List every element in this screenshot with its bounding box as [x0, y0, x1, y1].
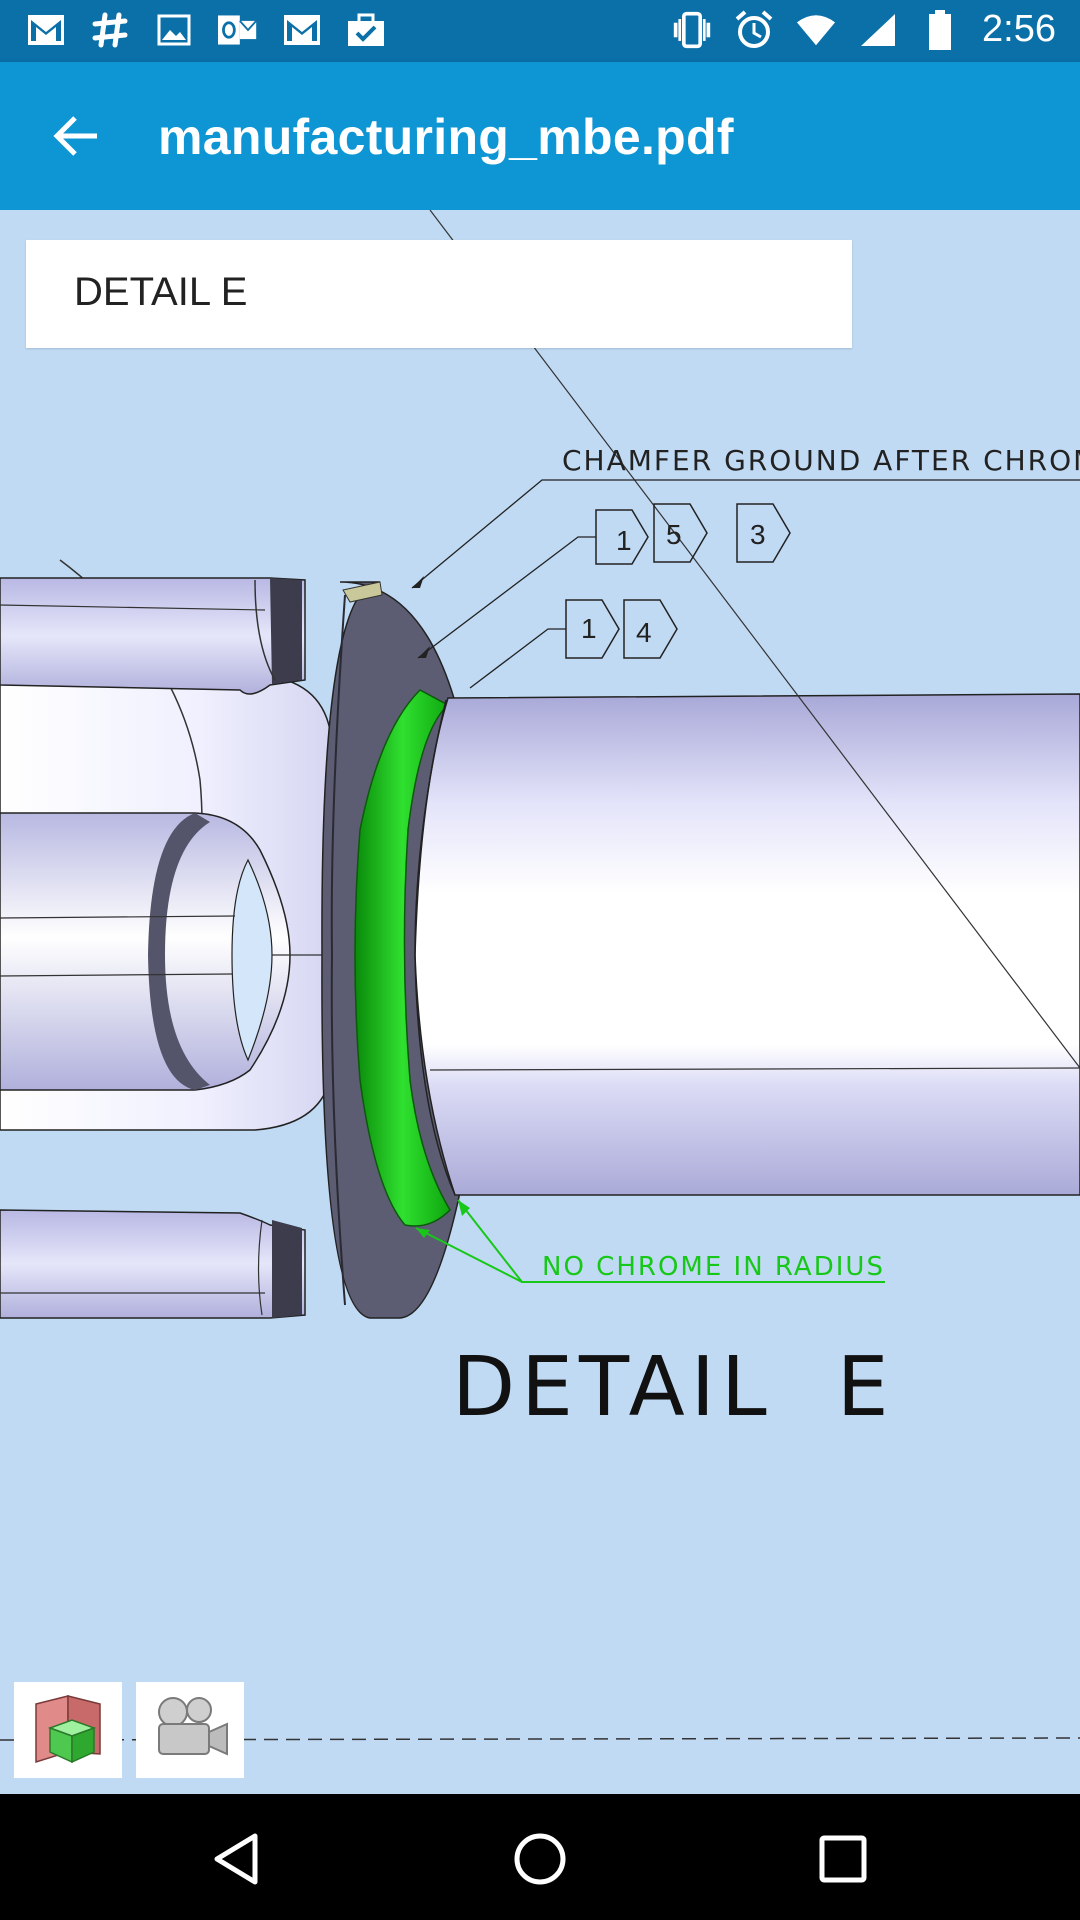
- back-triangle-icon: [214, 1833, 258, 1885]
- recents-square-icon: [819, 1835, 867, 1883]
- clock: 2:56: [982, 8, 1056, 50]
- nav-recents-button[interactable]: [803, 1822, 883, 1896]
- green-radius-highlight: [354, 689, 451, 1227]
- tag-5: 5: [666, 519, 682, 550]
- note-no-chrome: NO CHROME IN RADIUS: [542, 1252, 885, 1282]
- status-bar: 2:56: [0, 0, 1080, 62]
- nav-home-button[interactable]: [500, 1822, 580, 1896]
- outlook-icon: [218, 10, 258, 50]
- image-icon: [154, 10, 194, 50]
- vibrate-icon: [672, 10, 712, 50]
- slack-icon: [90, 10, 130, 50]
- cad-drawing[interactable]: 1 5 3 1 4 CHAMFER GROUND AFTER CHROMIU N…: [0, 210, 1080, 1794]
- pdf-3d-viewer[interactable]: 1 5 3 1 4 CHAMFER GROUND AFTER CHROMIU N…: [0, 210, 1080, 1794]
- battery-icon: [920, 9, 960, 50]
- tag-1a: 1: [616, 525, 632, 556]
- tasks-icon: [346, 10, 386, 50]
- 3d-view-button[interactable]: [14, 1682, 122, 1778]
- home-circle-icon: [514, 1833, 566, 1885]
- tag-4: 4: [636, 617, 652, 648]
- navigation-bar: [0, 1794, 1080, 1920]
- tag-1b: 1: [581, 613, 597, 644]
- system-icons: 2:56: [672, 8, 1056, 51]
- shaft: [414, 693, 1080, 1196]
- callout-tags-row1: 1 5 3: [595, 503, 791, 565]
- view-label-text: DETAIL E: [74, 270, 248, 314]
- 3d-view-icon: [35, 1695, 101, 1764]
- camera-views-button[interactable]: [136, 1682, 244, 1778]
- gmail-icon: [26, 10, 66, 50]
- detail-title: DETAIL E: [452, 1340, 895, 1435]
- view-label[interactable]: DETAIL E: [26, 240, 852, 348]
- camera-icon: [158, 1697, 228, 1756]
- alarm-icon: [734, 9, 774, 50]
- lower-arm: [0, 1209, 306, 1319]
- signal-icon: [858, 10, 898, 50]
- note-chamfer: CHAMFER GROUND AFTER CHROMIU: [562, 444, 1080, 477]
- wifi-icon: [796, 10, 836, 50]
- arrow-back-icon: [53, 116, 97, 156]
- tag-3: 3: [750, 519, 766, 550]
- nav-back-button[interactable]: [196, 1822, 276, 1896]
- callout-tags-row2: 1 4: [565, 599, 678, 659]
- gmail-icon: [282, 10, 322, 50]
- back-button[interactable]: [40, 106, 110, 166]
- app-bar: manufacturing_mbe.pdf: [0, 62, 1080, 210]
- document-title: manufacturing_mbe.pdf: [158, 109, 734, 165]
- notification-icons: [26, 10, 386, 50]
